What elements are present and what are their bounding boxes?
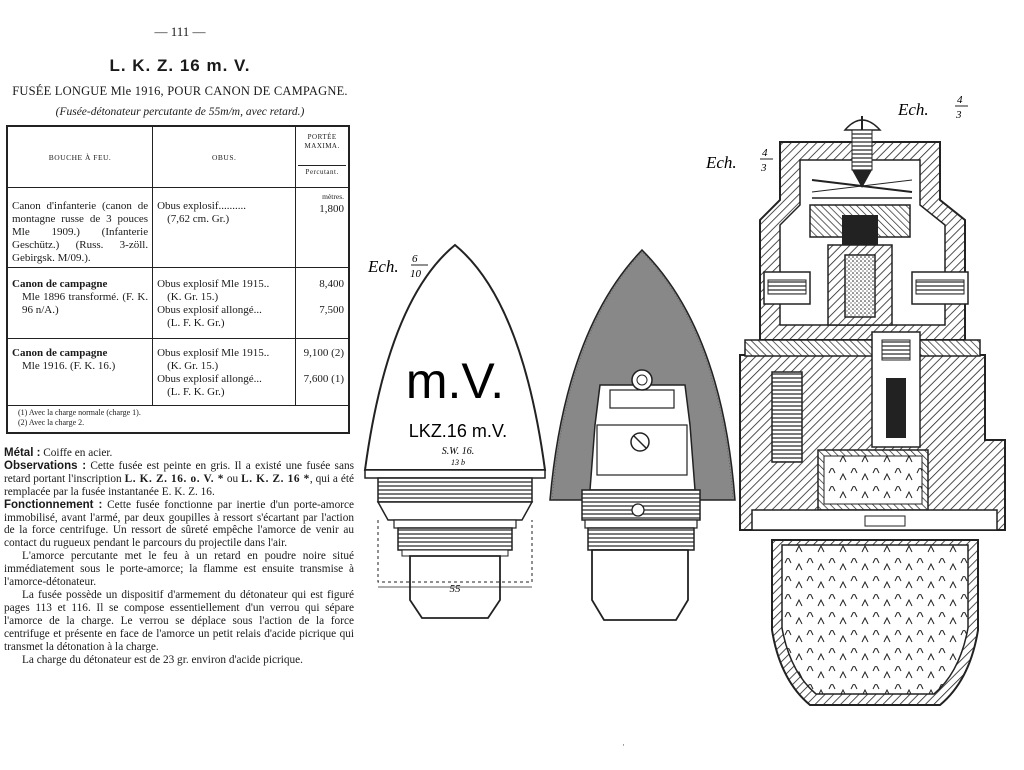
page-number: — 111 —: [154, 24, 206, 39]
unit-label: mètres.: [322, 192, 344, 201]
dimension-label: 55: [450, 583, 462, 595]
paragraph-text: Cette fusée fonctionne par inertie d'un …: [4, 498, 355, 550]
fuse-stamp-2: 13 b: [451, 458, 465, 467]
fonctionnement-label: Fonctionnement :: [4, 498, 103, 511]
metal-label: Métal :: [4, 447, 41, 459]
obus-abbr: (K. Gr. 15.): [167, 360, 219, 372]
portee-value: 8,400: [319, 278, 344, 290]
body-text: Métal : Coiffe en acier. Observations : …: [4, 447, 354, 666]
table-header-row: BOUCHE À FEU. OBUS. PORTÉE MAXIMA. Percu…: [6, 126, 350, 188]
bouche-text: Mle 1896 transformé. (F. K. 96 n/A.): [22, 291, 149, 316]
fuse-subtitle: FUSÉE LONGUE Mle 1916, POUR CANON DE CAM…: [12, 84, 348, 98]
fuse-body-view: [549, 248, 736, 621]
bouche-text: Mle 1916. (F. K. 16.): [22, 360, 116, 372]
table-notes-row: (1) Avec la charge normale (charge 1). (…: [6, 405, 350, 433]
portee-value: 7,600 (1): [303, 373, 344, 385]
obus-abbr: (L. F. K. Gr.): [167, 317, 225, 329]
table-row: Canon de campagne Mle 1916. (F. K. 16.) …: [6, 338, 350, 406]
scale-den-2: 3: [955, 109, 962, 121]
cell-obus: Obus explosif.......... (7,62 cm. Gr.): [152, 187, 297, 268]
fuse-exterior-view: Ech. 6 10 m.V. LKZ.16 m.V. S.W. 16. 13 b…: [363, 243, 547, 619]
cell-portee: mètres. 1,800: [295, 187, 350, 268]
obus-name: Obus explosif..........: [157, 200, 247, 212]
cell-portee: 8,400 7,500: [295, 267, 350, 339]
obus-abbr: (L. F. K. Gr.): [167, 386, 225, 398]
paragraph-text: L'amorce percutante met le feu à un reta…: [4, 550, 354, 589]
scale-num-1: 6: [412, 253, 418, 265]
observations-text: ou: [226, 472, 239, 485]
scale-num-2: 4: [957, 94, 963, 106]
header-portee-top: PORTÉE MAXIMA.: [298, 133, 346, 166]
fuse-description: (Fusée-détonateur percutante de 55m/m, a…: [55, 106, 305, 118]
observations-paragraph: Observations : Cette fusée est peinte en…: [4, 460, 354, 499]
portee-value: 7,500: [319, 304, 344, 316]
footnote: (2) Avec la charge 2.: [18, 418, 85, 427]
observations-label: Observations :: [4, 459, 87, 472]
table-row: Canon d'infanterie (canon de montagne ru…: [6, 187, 350, 268]
table-notes: (1) Avec la charge normale (charge 1). (…: [6, 405, 350, 433]
cell-obus: Obus explosif Mle 1915.. (K. Gr. 15.) Ob…: [152, 267, 297, 339]
fuse-cross-section: Ech. 4 3 Ech. 4 3: [705, 94, 1006, 706]
obus-name: Obus explosif allongé...: [157, 373, 262, 385]
scale-label-2: Ech.: [897, 100, 929, 119]
obus-name: Obus explosif Mle 1915..: [157, 278, 270, 290]
ammunition-table: BOUCHE À FEU. OBUS. PORTÉE MAXIMA. Percu…: [6, 125, 350, 434]
fonctionnement-paragraph: Fonctionnement : Cette fusée fonctionne …: [4, 499, 354, 551]
observations-text: , qui a été remplacée par la fusée insta…: [4, 472, 355, 498]
fuse-marking-big: m.V.: [406, 353, 504, 409]
inscription: L. K. Z. 16 *: [241, 472, 310, 485]
header-bouche: BOUCHE À FEU.: [6, 126, 154, 188]
obus-abbr: (K. Gr. 15.): [167, 291, 219, 303]
scale-label-1: Ech.: [367, 257, 399, 276]
cell-obus: Obus explosif Mle 1915.. (K. Gr. 15.) Ob…: [152, 338, 297, 406]
portee-value: 9,100 (2): [303, 347, 344, 359]
fuse-stamp-1: S.W. 16.: [442, 446, 474, 457]
cell-portee: 9,100 (2) 7,600 (1): [295, 338, 350, 406]
portee-value: 1,800: [319, 203, 344, 215]
metal-text: Coiffe en acier.: [43, 447, 113, 459]
paragraph-text: La charge du détonateur est de 23 gr. en…: [22, 653, 304, 666]
paragraph-text: La fusée possède un dispositif d'armemen…: [4, 588, 354, 653]
text-column: — 111 — L. K. Z. 16 m. V. FUSÉE LONGUE M…: [0, 0, 360, 770]
cell-bouche: Canon de campagne Mle 1896 transformé. (…: [6, 267, 154, 339]
cell-bouche: Canon de campagne Mle 1916. (F. K. 16.): [6, 338, 154, 406]
footnote: (1) Avec la charge normale (charge 1).: [18, 408, 141, 417]
bouche-text: Canon d'infanterie (canon de montagne ru…: [12, 200, 149, 264]
table-row: Canon de campagne Mle 1896 transformé. (…: [6, 267, 350, 339]
scale-label-3: Ech.: [705, 153, 737, 172]
header-portee: PORTÉE MAXIMA. Percutant.: [295, 126, 350, 188]
page-title: L. K. Z. 16 m. V.: [109, 56, 251, 75]
obus-abbr: (7,62 cm. Gr.): [167, 213, 230, 225]
inscription: L. K. Z. 16. o. V. *: [124, 472, 224, 485]
obus-name: Obus explosif Mle 1915..: [157, 347, 270, 359]
scale-num-3: 4: [762, 147, 768, 159]
page-mark: ·: [622, 740, 625, 750]
bouche-bold-text: Canon de campagne: [12, 347, 108, 359]
header-portee-sub: Percutant.: [305, 168, 339, 176]
scale-den-1: 10: [410, 268, 422, 280]
observations-text: Cette fusée est peinte en gris. Il a exi…: [4, 459, 354, 485]
scale-den-3: 3: [760, 162, 767, 174]
bouche-bold-text: Canon de campagne: [12, 278, 108, 290]
cell-bouche: Canon d'infanterie (canon de montagne ru…: [6, 187, 154, 268]
fuse-marking: LKZ.16 m.V.: [409, 421, 507, 441]
metal-paragraph: Métal : Coiffe en acier.: [4, 447, 354, 460]
obus-name: Obus explosif allongé...: [157, 304, 262, 316]
